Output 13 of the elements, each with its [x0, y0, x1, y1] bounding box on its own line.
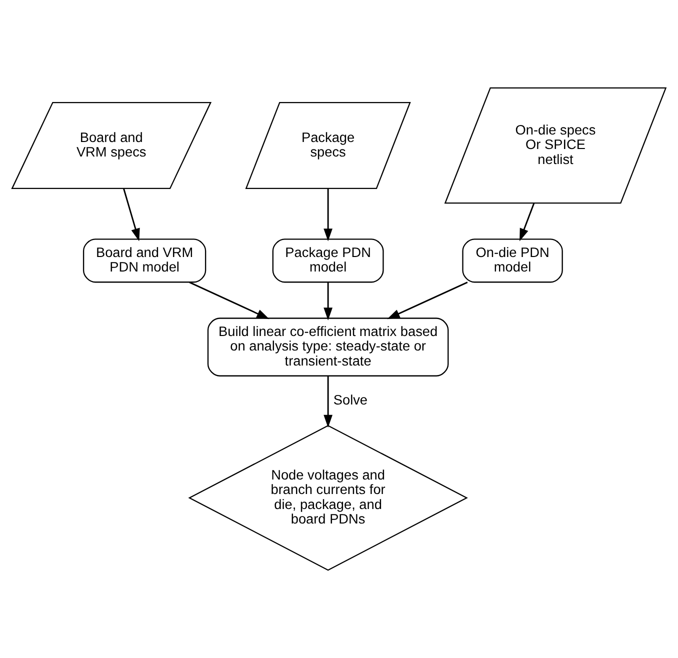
node-box: Build linear co-efficient matrix based on analysis type: steady-state or transient-state — [207, 318, 449, 376]
edge-label: Solve — [333, 392, 368, 408]
arrow — [189, 282, 270, 320]
arrow — [387, 282, 468, 320]
node-box: Package PDN model — [272, 238, 384, 283]
node-diamond: Node voltages and branch currents for die, package, and board PDNs — [188, 424, 468, 571]
node-box: Board and VRM PDN model — [82, 238, 206, 283]
arrow — [324, 282, 333, 320]
arrow — [123, 188, 140, 242]
arrow — [324, 188, 333, 242]
arrow — [520, 202, 535, 242]
node-box: On-die PDN model — [462, 238, 563, 283]
arrow — [324, 376, 333, 428]
